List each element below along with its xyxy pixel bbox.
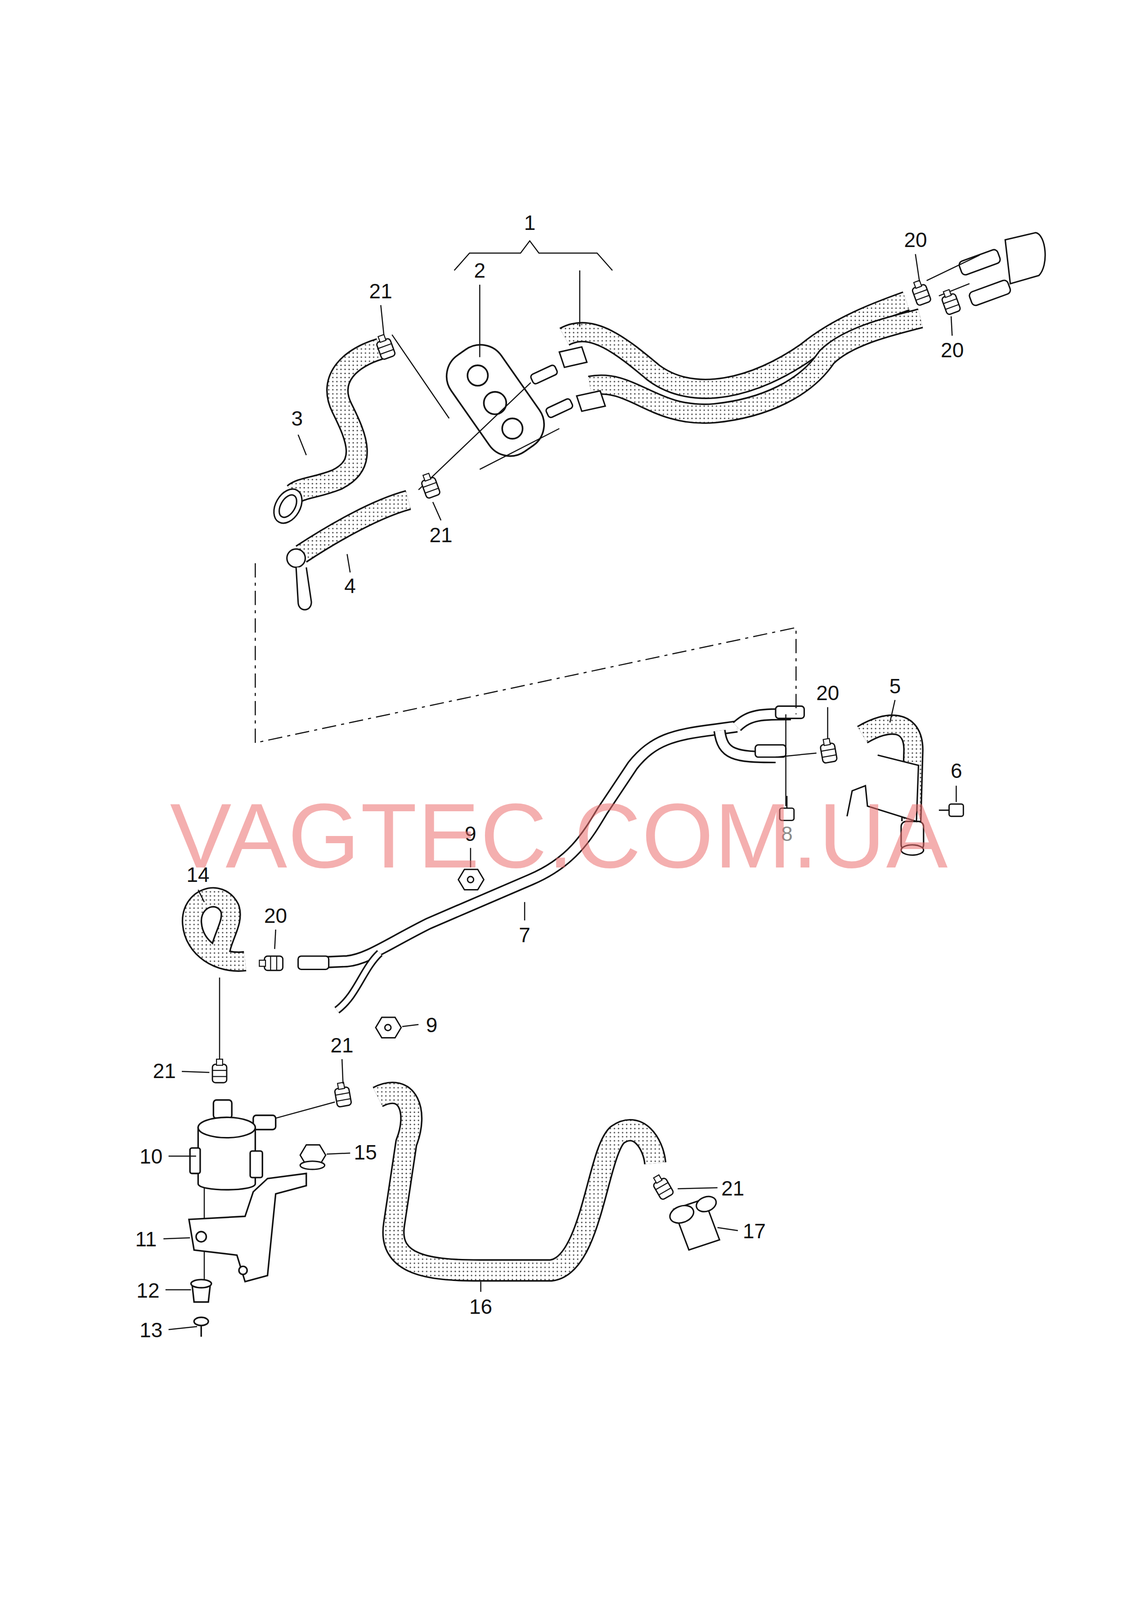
callout-number: 16 bbox=[469, 1296, 493, 1317]
callout-number: 5 bbox=[889, 675, 902, 697]
callout-number: 20 bbox=[903, 229, 927, 251]
callout-number: 21 bbox=[369, 280, 393, 302]
callout-number: 6 bbox=[950, 760, 963, 782]
callout-number: 1 bbox=[524, 212, 536, 234]
callout-number: 21 bbox=[721, 1177, 745, 1199]
callout-number: 20 bbox=[940, 339, 964, 361]
callout-number: 21 bbox=[152, 1060, 176, 1082]
callout-number: 3 bbox=[291, 408, 303, 429]
callout-number: 17 bbox=[742, 1220, 766, 1242]
callout-number: 4 bbox=[344, 575, 356, 597]
callout-number: 20 bbox=[816, 682, 840, 704]
watermark: VAGTEC.COM.UA bbox=[170, 788, 949, 881]
callout-number: 20 bbox=[264, 905, 288, 926]
callout-number: 21 bbox=[330, 1034, 354, 1056]
callout-number: 9 bbox=[426, 1014, 438, 1036]
callout-number: 12 bbox=[136, 1279, 160, 1301]
callout-number: 15 bbox=[354, 1141, 378, 1163]
callout-number: 21 bbox=[429, 524, 453, 546]
callout-number: 14 bbox=[186, 864, 210, 885]
callout-number: 10 bbox=[139, 1145, 163, 1167]
callout-number: 7 bbox=[518, 924, 531, 946]
callout-number: 11 bbox=[135, 1228, 158, 1250]
callout-number: 2 bbox=[473, 260, 486, 281]
callout-number: 13 bbox=[139, 1319, 163, 1341]
